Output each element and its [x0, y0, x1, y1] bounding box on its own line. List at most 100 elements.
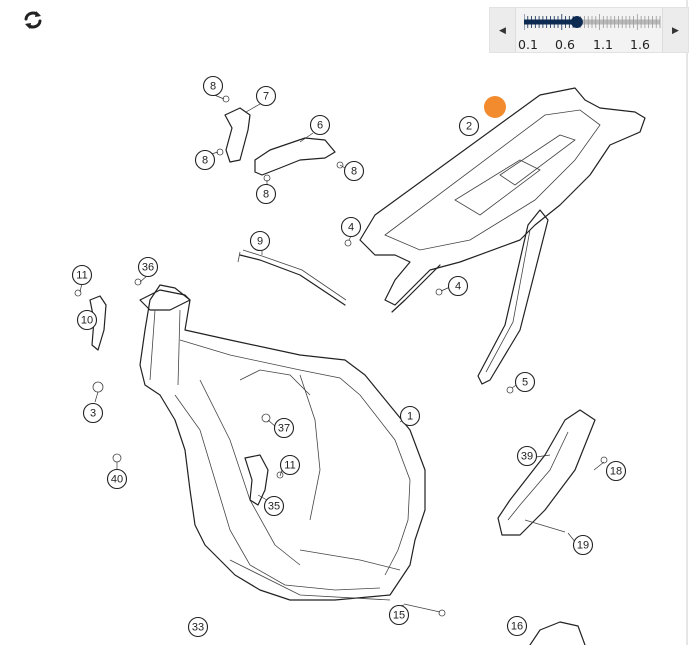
callout-number: 40	[111, 474, 123, 486]
zoom-slider-track	[523, 14, 661, 30]
callout-6[interactable]: 6	[309, 114, 331, 136]
callout-11[interactable]: 11	[279, 454, 301, 476]
caret-left-icon: ◀	[499, 24, 506, 35]
callout-circle	[605, 460, 627, 482]
callout-circle	[255, 183, 277, 205]
callout-circle	[279, 454, 301, 476]
zoom-control: ◀ 0.1 0.6 1.1 1.6 ▶	[489, 7, 689, 53]
callout-35[interactable]: 35	[263, 495, 285, 517]
callout-11[interactable]: 11	[71, 264, 93, 286]
callout-circle	[458, 115, 480, 137]
callout-labels: 1 2 3 4 4 5 6 7 8 8 8 8 9 10 11 11 15 16 18 19 33 35 36 37 39 40	[71, 75, 627, 638]
bolt-parts	[74, 95, 608, 617]
callout-10[interactable]: 10	[76, 309, 98, 331]
cable-part[interactable]	[237, 249, 347, 306]
callout-number: 36	[142, 262, 154, 274]
callout-number: 8	[210, 81, 216, 93]
callout-number: 4	[348, 222, 354, 234]
callout-circle	[340, 216, 362, 238]
callout-circle	[202, 75, 224, 97]
callout-1[interactable]: 1	[399, 405, 421, 427]
engine-mount-parts[interactable]	[224, 107, 336, 176]
callout-number: 15	[393, 610, 405, 622]
guard-part[interactable]	[244, 454, 269, 506]
callout-18[interactable]: 18	[605, 460, 627, 482]
callout-circle	[273, 417, 295, 439]
callout-9[interactable]: 9	[249, 230, 271, 252]
callout-circle	[187, 616, 209, 638]
callout-circle	[82, 402, 104, 424]
subframe-part[interactable]	[359, 87, 646, 385]
callout-7[interactable]: 7	[255, 85, 277, 107]
callout-circle	[76, 309, 98, 331]
zoom-tick-label: 1.1	[593, 37, 613, 52]
callout-circle	[514, 371, 536, 393]
callout-circle	[71, 264, 93, 286]
highlight-marker[interactable]	[484, 96, 506, 118]
callout-8[interactable]: 8	[202, 75, 224, 97]
zoom-tick-label: 0.6	[555, 37, 575, 52]
callout-circle	[137, 256, 159, 278]
callout-number: 4	[455, 281, 461, 293]
callout-circle	[447, 275, 469, 297]
callout-number: 3	[90, 408, 96, 420]
callout-circle	[249, 230, 271, 252]
callout-circle	[263, 495, 285, 517]
bracket-part[interactable]	[497, 409, 596, 536]
callout-number: 8	[202, 155, 208, 167]
callout-circle	[572, 534, 594, 556]
callout-8[interactable]: 8	[255, 183, 277, 205]
callout-circle	[506, 615, 528, 637]
callout-number: 10	[81, 315, 93, 327]
zoom-tick-label: 0.1	[518, 37, 538, 52]
caret-right-icon: ▶	[672, 24, 679, 35]
callout-circle	[194, 149, 216, 171]
callout-39[interactable]: 39	[516, 445, 538, 467]
callout-40[interactable]: 40	[106, 468, 128, 490]
callout-2[interactable]: 2	[458, 115, 480, 137]
callout-number: 33	[192, 622, 204, 634]
callout-number: 16	[511, 621, 523, 633]
callout-number: 11	[76, 270, 87, 282]
zoom-out-button[interactable]: ◀	[490, 8, 516, 52]
callout-4[interactable]: 4	[340, 216, 362, 238]
callout-circle	[343, 160, 365, 182]
partial-part[interactable]	[529, 621, 586, 645]
callout-number: 19	[577, 540, 589, 552]
callout-number: 8	[351, 166, 357, 178]
zoom-in-button[interactable]: ▶	[662, 8, 688, 52]
callout-number: 6	[317, 120, 323, 132]
callout-number: 5	[522, 377, 528, 389]
callout-3[interactable]: 3	[82, 402, 104, 424]
callout-circle	[516, 445, 538, 467]
callout-number: 1	[407, 411, 413, 423]
callout-number: 35	[268, 501, 280, 513]
callout-15[interactable]: 15	[388, 604, 410, 626]
callout-number: 2	[466, 121, 472, 133]
callout-number: 18	[610, 466, 622, 478]
zoom-slider[interactable]: 0.1 0.6 1.1 1.6	[518, 12, 664, 52]
zoom-slider-handle[interactable]	[570, 16, 583, 28]
callout-number: 39	[521, 451, 533, 463]
callout-4[interactable]: 4	[447, 275, 469, 297]
callout-36[interactable]: 36	[137, 256, 159, 278]
callout-19[interactable]: 19	[572, 534, 594, 556]
callout-16[interactable]: 16	[506, 615, 528, 637]
callout-number: 37	[278, 423, 290, 435]
callout-37[interactable]: 37	[273, 417, 295, 439]
callout-5[interactable]: 5	[514, 371, 536, 393]
main-frame-part[interactable]	[139, 284, 426, 601]
callout-8[interactable]: 8	[343, 160, 365, 182]
callout-number: 8	[263, 189, 269, 201]
leader-lines	[79, 93, 605, 609]
refresh-icon[interactable]	[22, 10, 44, 30]
callout-circle	[255, 85, 277, 107]
zoom-tick-label: 1.6	[630, 37, 650, 52]
callout-circle	[106, 468, 128, 490]
callout-circle	[309, 114, 331, 136]
callout-33[interactable]: 33	[187, 616, 209, 638]
callout-circle	[388, 604, 410, 626]
callout-8[interactable]: 8	[194, 149, 216, 171]
